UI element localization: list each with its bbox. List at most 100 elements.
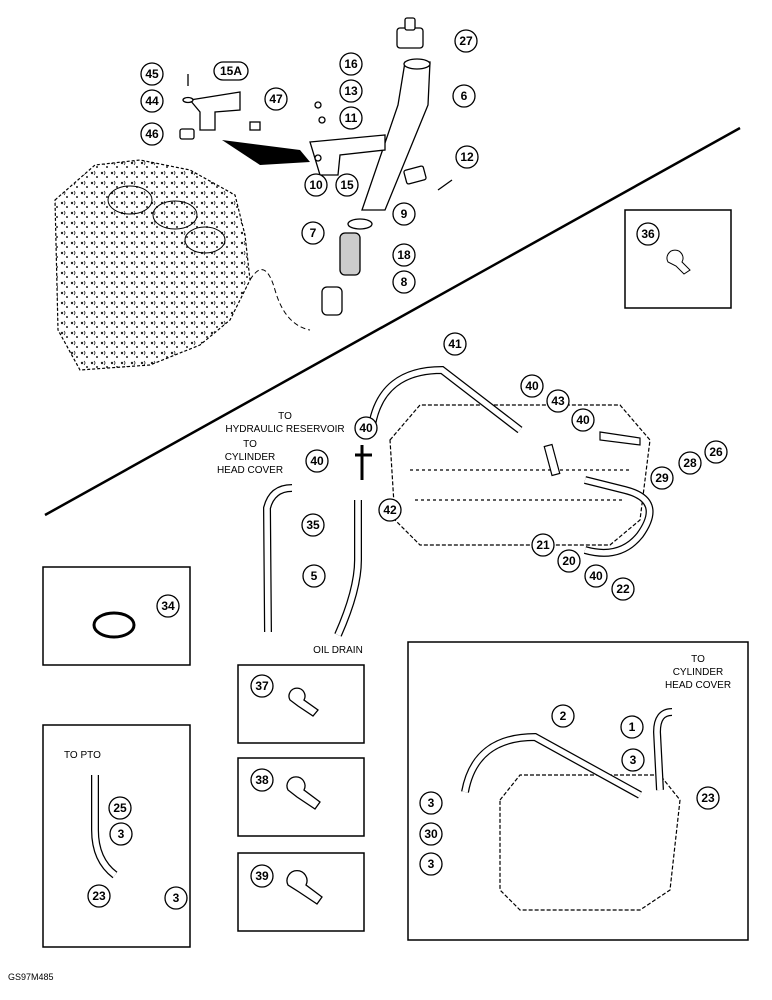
- svg-text:11: 11: [345, 111, 358, 125]
- callout-45: 45: [140, 62, 164, 86]
- svg-text:3: 3: [630, 753, 637, 767]
- svg-text:3: 3: [118, 827, 125, 841]
- dipstick-tube-assembly: [179, 17, 453, 316]
- callout-20: 20: [557, 549, 581, 573]
- clamp-37-shape: [288, 687, 319, 717]
- callout-3: 3: [164, 886, 188, 910]
- callout-16: 16: [339, 52, 363, 76]
- callout-40: 40: [520, 374, 544, 398]
- svg-text:40: 40: [589, 569, 603, 583]
- oil-pan-assembly: [262, 365, 654, 637]
- box-part-37: [237, 664, 365, 744]
- engine-block-illustration: [54, 159, 311, 371]
- label-to-hydraulic-reservoir-line2: HYDRAULIC RESERVOIR: [225, 424, 344, 435]
- gasket-shape: [222, 140, 310, 165]
- callout-3: 3: [419, 791, 443, 815]
- figure-id: GS97M485: [8, 972, 54, 982]
- svg-text:13: 13: [344, 84, 358, 98]
- callout-40: 40: [584, 564, 608, 588]
- callout-13: 13: [339, 79, 363, 103]
- label-oil-drain: OIL DRAIN: [313, 645, 363, 656]
- box-part-38: [237, 757, 365, 837]
- callout-1: 1: [620, 715, 644, 739]
- svg-text:15: 15: [340, 178, 354, 192]
- callout-30: 30: [419, 822, 443, 846]
- svg-text:37: 37: [255, 679, 269, 693]
- clamp-36-shape: [666, 249, 691, 275]
- callout-38: 38: [250, 768, 274, 792]
- svg-text:40: 40: [359, 421, 373, 435]
- callout-40: 40: [354, 416, 378, 440]
- callout-36: 36: [636, 222, 660, 246]
- svg-text:44: 44: [145, 94, 159, 108]
- callout-44: 44: [140, 89, 164, 113]
- callout-5: 5: [302, 564, 326, 588]
- box-part-34: [42, 566, 191, 666]
- label-to-pto: TO PTO: [64, 750, 101, 761]
- callout-23: 23: [696, 786, 720, 810]
- svg-text:43: 43: [551, 394, 565, 408]
- svg-text:47: 47: [269, 92, 283, 106]
- box-part-39: [237, 852, 365, 932]
- label-to-cylinder-head-cover-line2: CYLINDER: [225, 452, 276, 463]
- svg-text:38: 38: [255, 773, 269, 787]
- svg-text:42: 42: [383, 503, 397, 517]
- callout-22: 22: [611, 577, 635, 601]
- svg-text:5: 5: [311, 569, 318, 583]
- svg-text:18: 18: [397, 248, 411, 262]
- svg-text:28: 28: [683, 456, 697, 470]
- callout-15: 15: [335, 173, 359, 197]
- callout-37: 37: [250, 674, 274, 698]
- svg-text:34: 34: [161, 599, 175, 613]
- svg-text:2: 2: [560, 709, 567, 723]
- callout-21: 21: [531, 533, 555, 557]
- callout-40: 40: [571, 408, 595, 432]
- svg-text:40: 40: [525, 379, 539, 393]
- callout-47: 47: [264, 87, 288, 111]
- callout-29: 29: [650, 466, 674, 490]
- svg-text:12: 12: [460, 150, 474, 164]
- callout-27: 27: [454, 29, 478, 53]
- svg-text:15A: 15A: [220, 64, 242, 78]
- label-to-cylinder-head-cover-line1: TO: [243, 439, 257, 450]
- callout-6: 6: [452, 84, 476, 108]
- svg-text:40: 40: [310, 454, 324, 468]
- svg-text:20: 20: [562, 554, 576, 568]
- label-box-to-cylinder-head-cover-line3: HEAD COVER: [665, 680, 731, 691]
- callout-26: 26: [704, 440, 728, 464]
- svg-text:9: 9: [401, 207, 408, 221]
- svg-text:27: 27: [459, 34, 473, 48]
- svg-text:1: 1: [629, 720, 636, 734]
- callout-12: 12: [455, 145, 479, 169]
- callout-40: 40: [305, 449, 329, 473]
- callout-18: 18: [392, 243, 416, 267]
- svg-text:45: 45: [145, 67, 159, 81]
- callout-3: 3: [419, 852, 443, 876]
- label-box-to-cylinder-head-cover-line2: CYLINDER: [673, 667, 724, 678]
- svg-text:30: 30: [424, 827, 438, 841]
- svg-text:21: 21: [536, 538, 550, 552]
- box-alternate-assembly: [407, 641, 749, 941]
- svg-text:3: 3: [173, 891, 180, 905]
- callout-25: 25: [108, 796, 132, 820]
- svg-text:6: 6: [461, 89, 468, 103]
- svg-text:36: 36: [641, 227, 655, 241]
- callout-7: 7: [301, 221, 325, 245]
- alternate-oil-pan: [461, 708, 681, 911]
- callout-3: 3: [621, 748, 645, 772]
- svg-text:23: 23: [701, 791, 715, 805]
- callout-39: 39: [250, 864, 274, 888]
- label-to-hydraulic-reservoir-line1: TO: [278, 411, 292, 422]
- box-part-36: [624, 209, 732, 309]
- hose-clamp-34-shape: [92, 611, 136, 639]
- svg-text:41: 41: [448, 337, 462, 351]
- svg-text:10: 10: [309, 178, 323, 192]
- section-divider-line: [44, 126, 741, 517]
- callout-3: 3: [109, 822, 133, 846]
- callout-15a: 15A: [213, 61, 249, 81]
- svg-text:26: 26: [709, 445, 723, 459]
- callout-8: 8: [392, 270, 416, 294]
- callout-43: 43: [546, 389, 570, 413]
- callout-10: 10: [304, 173, 328, 197]
